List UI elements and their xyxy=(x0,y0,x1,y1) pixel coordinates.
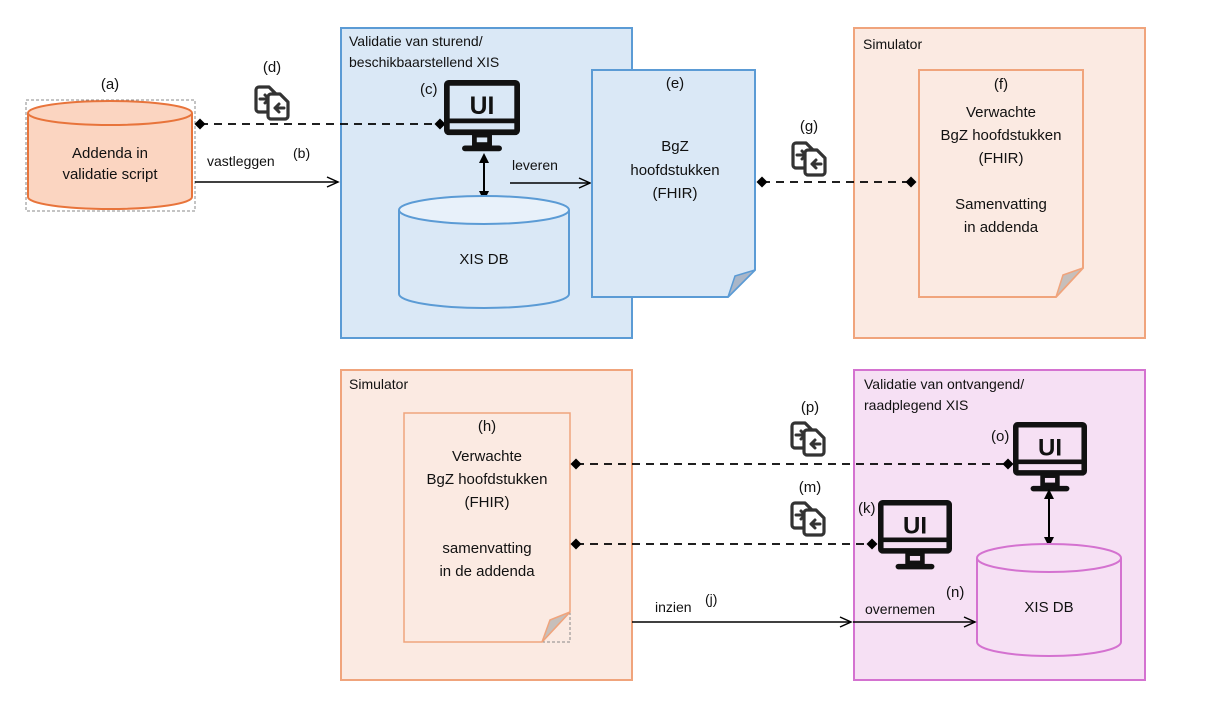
inzien-arrow[interactable]: inzien (j) xyxy=(632,591,853,628)
expected-bgz-document-bottom[interactable]: (h) Verwachte BgZ hoofdstukken (FHIR) sa… xyxy=(403,412,571,643)
exchange-m[interactable]: (m) xyxy=(570,479,878,550)
page-fold xyxy=(727,269,756,298)
sender-title-line-2: beschikbaarstellend XIS xyxy=(349,54,499,70)
marker-f: (f) xyxy=(994,76,1008,93)
xis-db-sender[interactable]: XIS DB xyxy=(398,195,570,309)
exchange-d[interactable]: (d) xyxy=(194,59,446,130)
xis-db-receiver[interactable]: XIS DB xyxy=(976,543,1122,657)
leveren-arrow[interactable]: leveren xyxy=(510,157,592,189)
marker-e: (e) xyxy=(666,75,684,92)
overnemen-arrow[interactable]: overnemen (n) xyxy=(853,584,977,628)
marker-a: (a) xyxy=(101,76,119,93)
doc-f-line-6: in addenda xyxy=(964,219,1039,236)
page-fold xyxy=(541,611,571,643)
doc-f-line-5: Samenvatting xyxy=(955,196,1047,213)
file-transfer-icon xyxy=(254,85,290,121)
marker-n: (n) xyxy=(946,584,964,601)
marker-p: (p) xyxy=(801,399,819,416)
addenda-line-2: validatie script xyxy=(62,166,158,183)
db-body xyxy=(976,558,1122,657)
vastleggen-arrow[interactable]: vastleggen (b) xyxy=(195,145,340,188)
bgz-document[interactable]: (e) BgZ hoofdstukken (FHIR) xyxy=(591,69,756,298)
expected-bgz-document-top[interactable]: (f) Verwachte BgZ hoofdstukken (FHIR) Sa… xyxy=(918,69,1084,298)
bgz-line-2: hoofdstukken xyxy=(630,162,719,179)
db-top xyxy=(27,100,193,126)
doc-f-line-1: Verwachte xyxy=(966,104,1036,121)
ui-monitor-c[interactable]: (c) xyxy=(420,81,517,148)
leveren-label: leveren xyxy=(512,157,558,173)
db-body xyxy=(398,210,570,309)
overnemen-label: overnemen xyxy=(865,601,935,617)
doc-h-line-3: (FHIR) xyxy=(465,494,510,511)
marker-k: (k) xyxy=(858,500,876,517)
document-shape xyxy=(591,69,756,298)
doc-f-line-2: BgZ hoofdstukken xyxy=(941,127,1062,144)
marker-d: (d) xyxy=(263,59,281,76)
marker-o: (o) xyxy=(991,428,1009,445)
sender-title-line-1: Validatie van sturend/ xyxy=(349,33,483,49)
bgz-line-3: (FHIR) xyxy=(653,185,698,202)
addenda-line-1: Addenda in xyxy=(72,145,148,162)
file-transfer-icon xyxy=(790,501,826,537)
db-top xyxy=(976,543,1122,573)
xis-db-label: XIS DB xyxy=(459,251,508,268)
doc-f-line-3: (FHIR) xyxy=(979,150,1024,167)
file-transfer-icon xyxy=(790,421,826,457)
marker-c: (c) xyxy=(420,81,438,98)
marker-b: (b) xyxy=(293,145,310,161)
doc-h-line-1: Verwachte xyxy=(452,448,522,465)
marker-h: (h) xyxy=(478,418,496,435)
marker-m: (m) xyxy=(799,479,822,496)
exchange-p[interactable]: (p) xyxy=(570,399,1014,470)
exchange-g[interactable]: (g) xyxy=(756,118,917,188)
marker-g: (g) xyxy=(800,118,818,135)
addenda-database[interactable]: (a) Addenda in validatie script xyxy=(25,76,196,212)
marker-j: (j) xyxy=(705,591,717,607)
doc-h-line-6: in de addenda xyxy=(439,563,535,580)
ui-monitor-o[interactable]: (o) xyxy=(991,425,1084,489)
inzien-label: inzien xyxy=(655,599,692,615)
doc-h-line-2: BgZ hoofdstukken xyxy=(427,471,548,488)
simulator-bottom-title: Simulator xyxy=(349,376,408,392)
simulator-top-title: Simulator xyxy=(863,36,922,52)
page-fold xyxy=(1055,267,1084,298)
vastleggen-label: vastleggen xyxy=(207,153,275,169)
db-body xyxy=(27,113,193,210)
bgz-line-1: BgZ xyxy=(661,138,689,155)
xis-db-label: XIS DB xyxy=(1024,599,1073,616)
ui-monitor-k[interactable]: (k) xyxy=(858,500,949,567)
doc-h-line-5: samenvatting xyxy=(442,540,531,557)
db-top xyxy=(398,195,570,225)
file-transfer-icon xyxy=(791,141,827,177)
receiver-title-line-2: raadplegend XIS xyxy=(864,397,968,413)
receiver-title-line-1: Validatie van ontvangend/ xyxy=(864,376,1024,392)
